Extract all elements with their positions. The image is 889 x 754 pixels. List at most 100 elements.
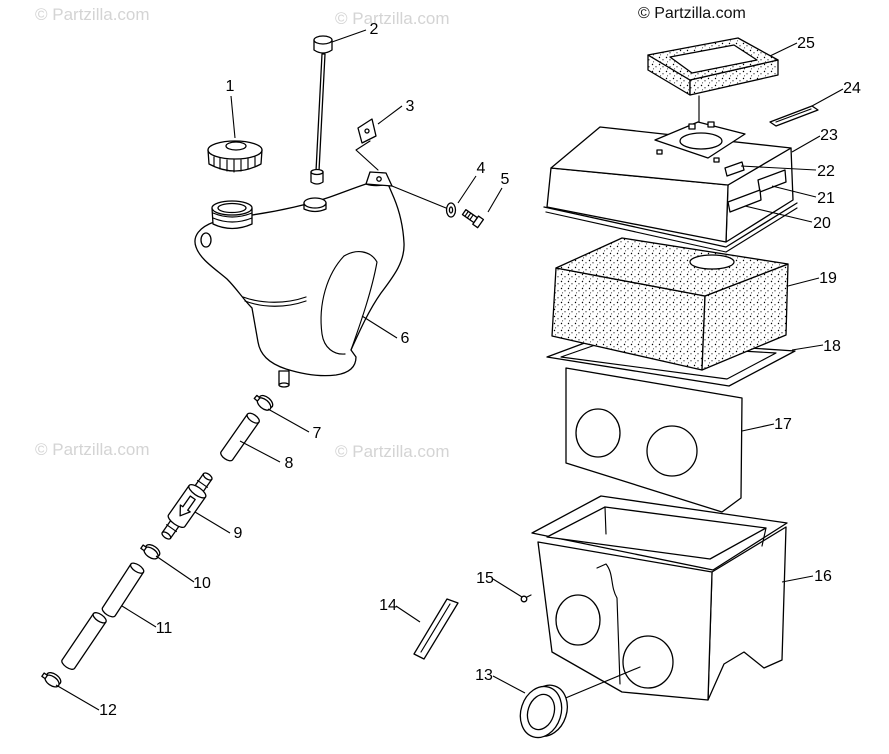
leader-4 <box>457 175 477 204</box>
airbox-base <box>531 495 788 701</box>
cover-strip-slot <box>775 108 812 123</box>
hose-body <box>61 612 107 670</box>
cover-label-21 <box>757 169 787 193</box>
oil-tank-vent <box>200 232 212 248</box>
hose-body <box>101 563 145 618</box>
callout-leaders <box>55 29 844 711</box>
leader-22 <box>740 165 817 171</box>
callout-7: 7 <box>313 425 322 442</box>
leader-24 <box>811 88 844 107</box>
watermark-faint-top-center: © Partzilla.com <box>335 9 450 28</box>
leader-2 <box>331 29 367 43</box>
callout-18: 18 <box>823 338 841 355</box>
filter-nipple-top-end <box>202 472 213 481</box>
retainer-strip <box>413 598 459 660</box>
callout-24: 24 <box>843 80 861 97</box>
callout-3: 3 <box>406 98 415 115</box>
washer-hole <box>448 206 454 214</box>
cover-label-22 <box>724 161 745 177</box>
ring-opening <box>526 693 556 731</box>
hose-end <box>92 612 107 624</box>
foam-ring-opening <box>669 44 758 74</box>
filter-nipple-bottom-end <box>161 531 172 540</box>
oil-tank-boss-top <box>303 197 327 209</box>
screw-head <box>520 595 528 603</box>
cover-strip <box>769 105 819 127</box>
callout-21: 21 <box>817 190 835 207</box>
callout-2: 2 <box>370 21 379 38</box>
oil-cap-ridges <box>213 156 256 173</box>
callout-4: 4 <box>477 160 486 177</box>
leader-12 <box>55 684 100 711</box>
ring-assembly-line <box>555 666 641 703</box>
leader-10 <box>155 555 195 583</box>
airbox-cover-tab <box>688 123 696 130</box>
callout-numbers: 1 2 3 4 5 6 7 8 9 10 11 12 13 14 15 16 1… <box>99 21 861 719</box>
leader-6 <box>361 315 398 339</box>
leader-3 <box>377 105 403 125</box>
airbox-cover-snorkel-opening <box>679 132 723 150</box>
leader-23 <box>791 135 821 153</box>
callout-19: 19 <box>819 270 837 287</box>
retainer-strip-slot <box>420 603 451 653</box>
oil-tank-tab-hole <box>376 176 382 182</box>
watermark-faint-mid-left: © Partzilla.com <box>35 440 150 459</box>
callout-8: 8 <box>285 455 294 472</box>
oil-cap <box>207 140 263 173</box>
dipstick-plug <box>310 171 324 185</box>
watermark-site: © Partzilla.com <box>638 5 746 22</box>
callout-11: 11 <box>156 620 173 637</box>
filter-barb-top <box>196 479 208 488</box>
oil-tank-seam <box>242 296 307 303</box>
washer <box>445 202 457 218</box>
leader-13 <box>492 675 526 694</box>
filter-body-end <box>188 483 207 499</box>
callout-14: 14 <box>379 597 397 614</box>
callout-22: 22 <box>817 163 835 180</box>
bolt <box>461 209 485 229</box>
callout-20: 20 <box>813 215 831 232</box>
oil-tank <box>194 171 405 388</box>
oil-cap-knob <box>225 141 247 151</box>
callout-9: 9 <box>234 525 243 542</box>
airbox-base-right-face <box>707 526 787 701</box>
oil-tank-recess-right <box>343 251 378 351</box>
watermark-faint-mid-center: © Partzilla.com <box>335 442 450 461</box>
callout-12: 12 <box>99 702 117 719</box>
rubber-ring <box>519 684 568 739</box>
hose-end <box>246 412 260 424</box>
leader-9 <box>194 511 231 534</box>
airbox-cover-vent <box>713 157 720 163</box>
airbox-cover <box>543 121 798 253</box>
airbox-base-port-right <box>622 635 674 689</box>
callout-6: 6 <box>401 330 410 347</box>
retainer-strip-body <box>413 598 459 660</box>
leader-1 <box>230 95 236 139</box>
leader-18 <box>791 344 824 351</box>
leader-21 <box>771 185 817 198</box>
bolt-threads <box>464 210 474 221</box>
dipstick-handle-top <box>313 35 333 45</box>
hose-clamp-lower <box>41 672 62 688</box>
foam-ring <box>647 37 779 96</box>
dipstick-plug-top <box>310 168 324 176</box>
bracket-assembly-line <box>355 140 379 171</box>
airbox-plate-hole-left <box>575 408 621 458</box>
callout-10: 10 <box>193 575 211 592</box>
airbox-base-inner-wall <box>604 506 767 547</box>
hose-clamp-upper <box>253 394 274 411</box>
airbox-plate <box>565 367 743 513</box>
cover-label-20 <box>727 189 762 213</box>
leader-17 <box>741 423 775 432</box>
leader-11 <box>121 605 157 628</box>
watermark-faint-top-left: © Partzilla.com <box>35 5 150 24</box>
leader-20 <box>744 205 813 223</box>
clamp-tab <box>140 544 148 552</box>
foam-filter-opening <box>689 254 735 270</box>
airbox-cover-flange-lower <box>545 207 798 253</box>
airbox-plate-hole-right <box>646 425 698 477</box>
bolt-assembly-line <box>391 185 447 209</box>
hose-body <box>220 413 260 462</box>
callout-5: 5 <box>501 171 510 188</box>
callout-15: 15 <box>476 570 494 587</box>
